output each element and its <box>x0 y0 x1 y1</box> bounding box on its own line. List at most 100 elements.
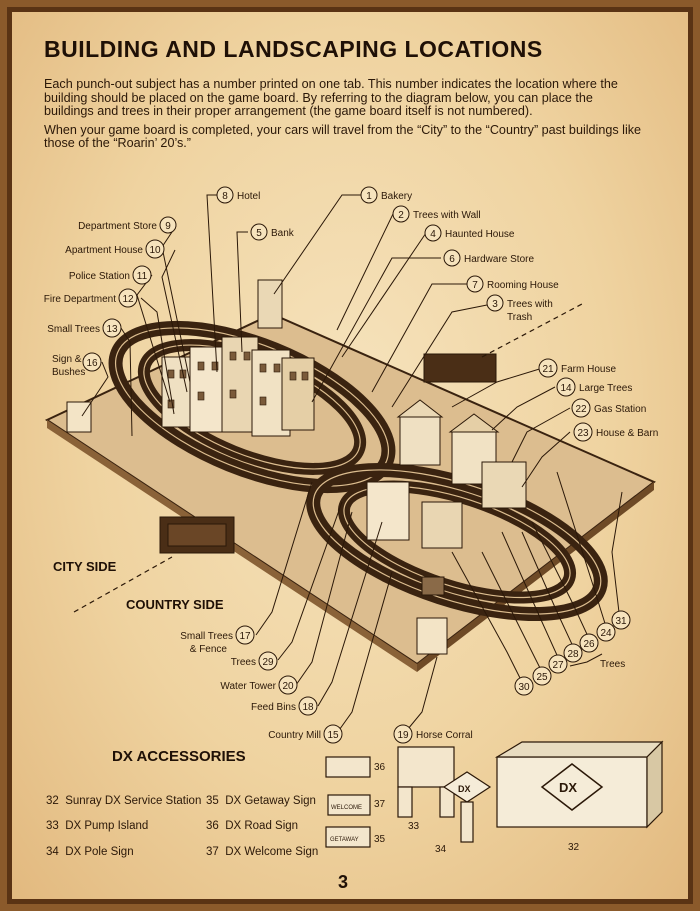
svg-text:28: 28 <box>567 649 579 660</box>
country-side-label: COUNTRY SIDE <box>126 597 224 612</box>
callout-28: 28 <box>563 643 583 663</box>
svg-text:Water Tower: Water Tower <box>220 681 276 692</box>
svg-text:Large Trees: Large Trees <box>579 383 632 394</box>
svg-text:Horse Corral: Horse Corral <box>416 730 473 741</box>
getaway-sign-text: GETAWAY <box>330 837 359 843</box>
svg-text:Hotel: Hotel <box>237 191 260 202</box>
acc-num-37: 37 <box>374 799 386 810</box>
accessory-34: 34 DX Pole Sign <box>46 846 134 858</box>
svg-text:14: 14 <box>560 383 572 394</box>
callout-16: 16 Sign & Bushes <box>52 352 102 378</box>
svg-text:Fire Department: Fire Department <box>44 294 116 305</box>
callout-13: 13 Small Trees <box>47 318 122 338</box>
callout-23: 23 House & Barn <box>573 422 658 442</box>
svg-text:3: 3 <box>492 299 498 310</box>
svg-text:9: 9 <box>165 221 171 232</box>
svg-text:19: 19 <box>397 730 409 741</box>
acc-num-32: 32 <box>568 842 580 853</box>
svg-text:Feed Bins: Feed Bins <box>251 702 296 713</box>
accessories-title: DX ACCESSORIES <box>112 748 246 765</box>
svg-text:5: 5 <box>256 228 262 239</box>
svg-text:22: 22 <box>575 404 587 415</box>
svg-text:24: 24 <box>600 628 612 639</box>
accessory-37: 37 DX Welcome Sign <box>206 846 319 858</box>
intro-paragraph-2: When your game board is completed, your … <box>44 122 642 150</box>
board-diagram: DX DX WELCOME GETAWAY <box>44 194 664 848</box>
accessory-36: 36 DX Road Sign <box>206 820 299 832</box>
svg-text:10: 10 <box>149 245 161 256</box>
svg-text:Gas Station: Gas Station <box>594 404 646 415</box>
svg-text:20: 20 <box>282 681 294 692</box>
dx-brand-station: DX <box>559 780 577 795</box>
acc-num-34: 34 <box>435 844 447 855</box>
svg-text:Country Mill: Country Mill <box>268 730 321 741</box>
svg-text:12: 12 <box>122 294 134 305</box>
svg-text:23: 23 <box>577 428 589 439</box>
svg-text:Hardware Store: Hardware Store <box>464 254 534 265</box>
svg-text:Rooming House: Rooming House <box>487 280 559 291</box>
city-country-divider-2 <box>481 303 583 358</box>
callout-9: 9 Department Store <box>78 216 177 234</box>
svg-text:1: 1 <box>366 191 372 202</box>
accessory-35: 35 DX Getaway Sign <box>206 795 316 807</box>
callout-1: 1 Bakery <box>360 186 412 204</box>
callout-31: 31 <box>611 610 631 630</box>
svg-text:27: 27 <box>552 660 564 671</box>
callout-24: 24 <box>596 622 616 642</box>
dx-accessory-drawings <box>325 740 664 848</box>
manual-page: BUILDING AND LANDSCAPING LOCATIONS Each … <box>12 12 688 899</box>
acc-num-36: 36 <box>374 762 386 773</box>
callout-12: 12 Fire Department <box>44 288 138 308</box>
callout-22: 22 Gas Station <box>571 398 646 418</box>
svg-text:& Fence: & Fence <box>190 644 228 655</box>
svg-text:Haunted House: Haunted House <box>445 229 515 240</box>
svg-text:15: 15 <box>327 730 339 741</box>
callout-25: 25 <box>532 666 552 686</box>
svg-text:21: 21 <box>542 364 554 375</box>
country-buildings <box>66 353 527 655</box>
svg-text:Trees with Wall: Trees with Wall <box>413 210 481 221</box>
svg-text:Small Trees: Small Trees <box>180 631 233 642</box>
svg-text:Police Station: Police Station <box>69 271 130 282</box>
svg-text:16: 16 <box>86 358 98 369</box>
callout-30: 30 <box>514 676 534 696</box>
callout-20: 20 Water Tower <box>220 675 298 695</box>
svg-text:7: 7 <box>472 280 478 291</box>
callout-21: 21 Farm House <box>538 358 616 378</box>
city-side-label: CITY SIDE <box>53 559 117 574</box>
callout-17: 17 Small Trees & Fence <box>180 625 255 655</box>
svg-text:26: 26 <box>583 639 595 650</box>
callout-5: 5 Bank <box>250 223 295 241</box>
svg-text:4: 4 <box>430 229 436 240</box>
callout-2: 2 Trees with Wall <box>392 205 481 223</box>
svg-text:Department Store: Department Store <box>78 221 157 232</box>
svg-text:Sign &: Sign & <box>52 354 82 365</box>
svg-text:31: 31 <box>615 616 627 627</box>
svg-text:29: 29 <box>262 657 274 668</box>
callout-18: 18 Feed Bins <box>251 696 318 716</box>
svg-text:House & Barn: House & Barn <box>596 428 658 439</box>
callout-15: 15 Country Mill <box>268 724 343 744</box>
svg-text:Bakery: Bakery <box>381 191 412 202</box>
svg-text:Apartment House: Apartment House <box>65 245 143 256</box>
svg-text:13: 13 <box>106 324 118 335</box>
svg-text:30: 30 <box>518 682 530 693</box>
acc-num-33: 33 <box>408 821 420 832</box>
svg-text:Bank: Bank <box>271 228 295 239</box>
svg-text:18: 18 <box>302 702 314 713</box>
dx-brand-pole: DX <box>458 784 471 794</box>
svg-text:Trees with: Trees with <box>507 299 553 310</box>
svg-text:17: 17 <box>239 631 251 642</box>
callout-14: 14 Large Trees <box>556 377 632 397</box>
svg-text:Bushes: Bushes <box>52 367 85 378</box>
city-buildings <box>161 279 315 437</box>
svg-text:Farm House: Farm House <box>561 364 616 375</box>
svg-text:Small Trees: Small Trees <box>47 324 100 335</box>
city-country-divider <box>73 556 173 613</box>
intro-text: Each punch-out subject has a number prin… <box>44 77 644 156</box>
svg-text:2: 2 <box>398 210 404 221</box>
svg-text:Trees: Trees <box>231 657 256 668</box>
